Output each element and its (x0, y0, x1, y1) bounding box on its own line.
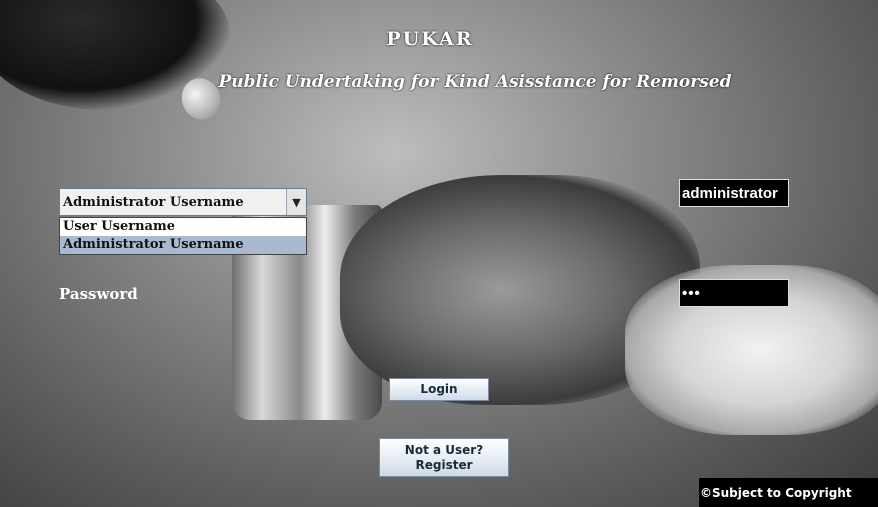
chevron-down-icon[interactable]: ▼ (286, 189, 306, 215)
dropdown-option-user[interactable]: User Username (63, 219, 175, 234)
app-subtitle: Public Undertaking for Kind Asisstance f… (218, 72, 732, 92)
copyright-notice: ©Subject to Copyright (699, 478, 878, 507)
password-label: Password (59, 285, 138, 303)
dropdown-option-administrator[interactable]: Administrator Username (60, 236, 306, 254)
user-type-select[interactable]: Administrator Username ▼ (59, 188, 307, 216)
user-type-selected-value: Administrator Username (63, 195, 244, 210)
password-input[interactable]: ••• (679, 279, 789, 307)
app-title: PUKAR (386, 28, 474, 50)
register-button[interactable]: Not a User? Register (379, 438, 509, 477)
register-button-line2: Register (415, 457, 473, 472)
login-button[interactable]: Login (389, 378, 489, 401)
username-input[interactable]: administrator (679, 179, 789, 207)
register-button-line1: Not a User? (404, 442, 484, 457)
user-type-dropdown-list: User Username Administrator Username (59, 217, 307, 255)
login-button-label: Login (420, 382, 458, 396)
